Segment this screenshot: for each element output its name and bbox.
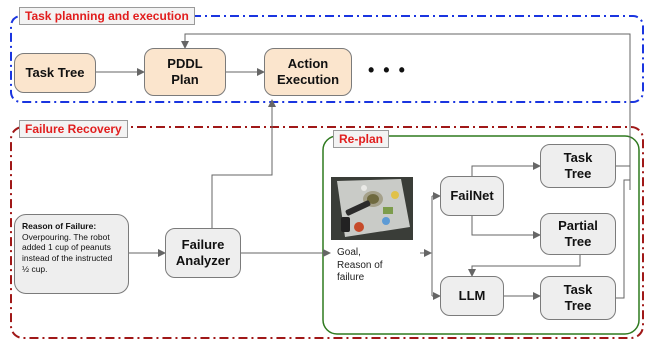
task-tree-output-top: Task Tree xyxy=(540,144,616,188)
failure-analyzer-node: Failure Analyzer xyxy=(165,228,241,278)
ellipsis: • • • xyxy=(368,60,407,80)
task-tree-node: Task Tree xyxy=(14,53,96,93)
goal-caption: Goal, Reason of failure xyxy=(337,247,383,283)
failnet-node: FailNet xyxy=(440,176,504,216)
planning-section-label: Task planning and execution xyxy=(19,7,195,25)
arrow-failnet-to-tasktree xyxy=(471,162,541,176)
replan-section-label: Re-plan xyxy=(333,130,390,148)
pddl-plan-node: PDDL Plan xyxy=(144,48,226,96)
arrow-partial-to-llm xyxy=(468,255,581,277)
arrow-failnet-to-partial xyxy=(471,216,541,239)
scene-photo xyxy=(331,177,413,240)
scene-photo-image xyxy=(331,177,413,240)
planning-frame xyxy=(10,15,644,103)
line-tasktree-bottom-to-feedback xyxy=(616,179,630,299)
arrow-replan-to-pddl xyxy=(181,33,631,190)
reason-of-failure-note: Reason of Failure: Overpouring. The robo… xyxy=(14,214,129,294)
reason-of-failure-body: Overpouring. The robot added 1 cup of pe… xyxy=(22,231,113,274)
llm-node: LLM xyxy=(440,276,504,316)
task-tree-output-bottom: Task Tree xyxy=(540,276,616,320)
recovery-section-label: Failure Recovery xyxy=(19,120,128,138)
partial-tree-node: Partial Tree xyxy=(540,213,616,255)
arrow-execution-to-analyzer xyxy=(211,99,276,228)
replan-frame xyxy=(322,135,640,335)
reason-of-failure-title: Reason of Failure: xyxy=(22,221,97,231)
action-execution-node: Action Execution xyxy=(264,48,352,96)
recovery-frame xyxy=(10,126,644,339)
